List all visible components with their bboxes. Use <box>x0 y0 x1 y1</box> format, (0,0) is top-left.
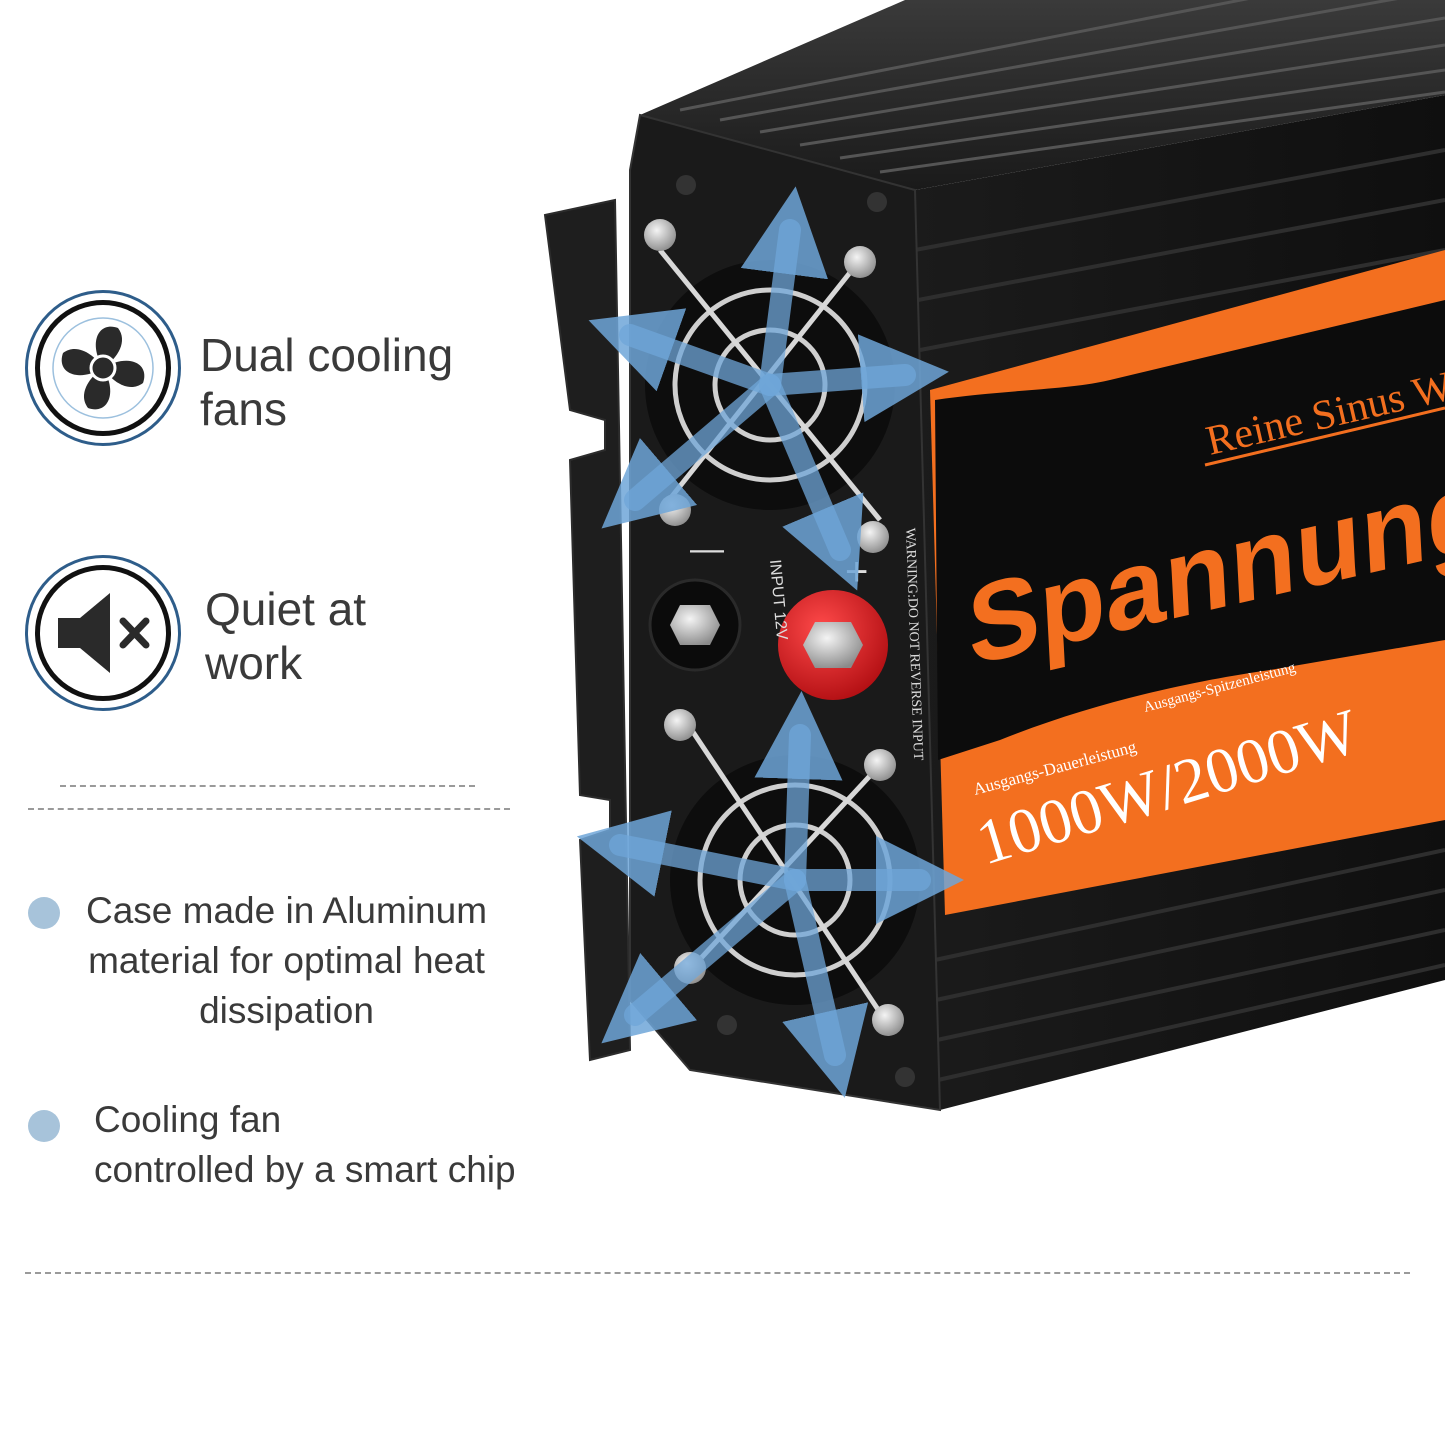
mounting-bracket <box>543 198 632 1062</box>
bullet-text-smart-chip: Cooling fan controlled by a smart chip <box>94 1099 516 1190</box>
quiet-feature-badge <box>25 555 181 711</box>
feature-label-fans: Dual cooling fans <box>200 329 454 435</box>
fan-feature-badge <box>25 290 181 446</box>
minus-sign: — <box>690 530 724 568</box>
feature-label-quiet: Quiet at work <box>205 583 367 689</box>
side-ridges <box>914 148 1445 1082</box>
bullet-text-aluminum: Case made in Aluminum material for optim… <box>86 890 488 1031</box>
airflow-arrows <box>576 186 964 1098</box>
label-black-area <box>935 300 1445 760</box>
bullet-dot <box>28 897 60 929</box>
heatsink-top <box>640 0 1445 190</box>
negative-terminal <box>648 578 742 672</box>
heatsink-fins <box>679 0 1445 174</box>
divider-short <box>60 785 475 787</box>
positive-terminal <box>778 590 888 700</box>
divider-medium <box>28 808 510 810</box>
fan-icon <box>52 317 154 419</box>
bullet-dot <box>28 1110 60 1142</box>
subtitle-underline <box>1204 406 1445 467</box>
divider-long <box>25 1272 1410 1274</box>
speaker-muted-icon <box>58 593 150 673</box>
